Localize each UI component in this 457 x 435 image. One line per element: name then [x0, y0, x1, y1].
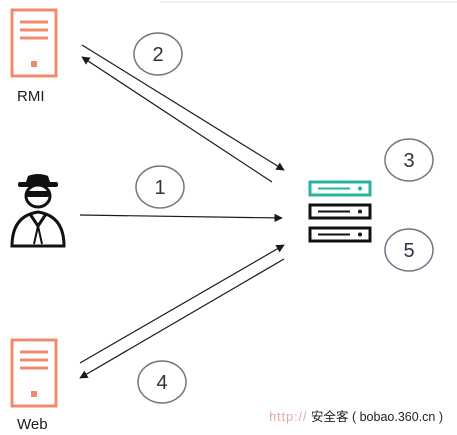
step-circle-2: 2 [133, 32, 183, 76]
rmi-label: RMI [17, 88, 45, 105]
svg-text:4: 4 [156, 372, 167, 394]
svg-text:1: 1 [154, 177, 165, 199]
step-circle-1: 1 [135, 165, 185, 209]
arrow-rmi-to-target [81, 44, 285, 171]
rmi-server-icon [10, 8, 58, 78]
arrow-web-to-target [79, 244, 285, 364]
step-circle-5: 5 [384, 228, 434, 272]
svg-text:5: 5 [403, 240, 414, 262]
arrow-target-to-rmi [81, 56, 273, 183]
svg-text:2: 2 [152, 44, 163, 66]
arrow-attacker-to-target [79, 213, 283, 223]
step-circle-4: 4 [137, 360, 187, 404]
web-server-icon [10, 338, 58, 408]
watermark: http:// 安全客 ( bobao.360.cn ) [269, 406, 443, 425]
watermark-text: 安全客 ( bobao.360.cn ) [310, 410, 443, 424]
svg-text:3: 3 [403, 150, 414, 172]
watermark-prefix: http:// [269, 410, 308, 424]
step-circle-3: 3 [384, 138, 434, 182]
arrow-target-to-web [79, 258, 285, 379]
target-server-icon [308, 180, 372, 243]
attacker-spy-icon [10, 174, 66, 248]
web-label: Web [17, 416, 48, 433]
